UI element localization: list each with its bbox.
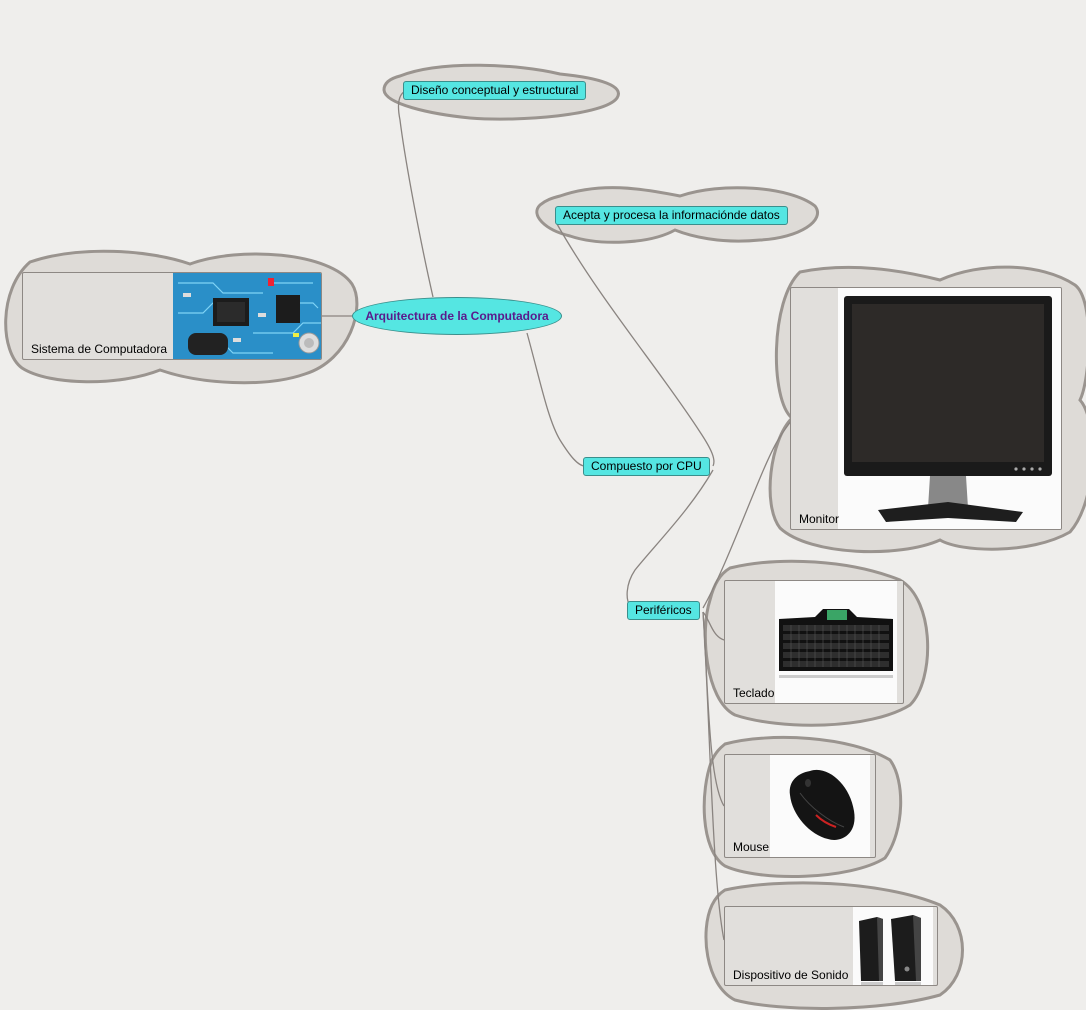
central-node[interactable]: Arquitectura de la Computadora — [352, 297, 562, 335]
card-sistema[interactable]: Sistema de Computadora — [22, 272, 322, 360]
card-mouse-label: Mouse — [733, 840, 770, 854]
card-teclado[interactable]: Teclado — [724, 580, 904, 704]
card-teclado-label: Teclado — [733, 686, 775, 700]
node-perifericos[interactable]: Periféricos — [627, 601, 700, 620]
node-compuesto[interactable]: Compuesto por CPU — [583, 457, 710, 476]
node-acepta-label: Acepta y procesa la informaciónde datos — [563, 208, 780, 222]
connector-perifericos-teclado — [702, 611, 725, 641]
node-diseno-label: Diseño conceptual y estructural — [411, 83, 579, 97]
speakers-image — [859, 915, 921, 985]
node-perifericos-label: Periféricos — [635, 603, 692, 617]
node-compuesto-label: Compuesto por CPU — [591, 459, 702, 473]
connector-perifericos-sonido — [702, 611, 725, 941]
monitor-image — [844, 296, 1052, 522]
mouse-image — [789, 769, 855, 840]
card-sistema-label: Sistema de Computadora — [31, 342, 168, 356]
connector-compuesto-perifericos — [626, 469, 714, 607]
card-monitor-label: Monitor — [799, 512, 840, 526]
connector-central-compuesto — [526, 332, 586, 467]
node-acepta[interactable]: Acepta y procesa la informaciónde datos — [555, 206, 788, 225]
node-diseno[interactable]: Diseño conceptual y estructural — [403, 81, 587, 100]
connector-central-diseno — [397, 89, 434, 298]
circuit-board-image — [173, 273, 321, 359]
card-mouse[interactable]: Mouse — [724, 754, 876, 858]
card-sonido[interactable]: Dispositivo de Sonido — [724, 906, 938, 986]
card-monitor[interactable]: Monitor — [790, 287, 1062, 530]
keyboard-image — [779, 609, 893, 678]
connector-perifericos-monitor — [702, 419, 793, 609]
central-node-label: Arquitectura de la Computadora — [365, 309, 549, 323]
card-sonido-label: Dispositivo de Sonido — [733, 968, 849, 982]
connector-acepta-compuesto — [556, 223, 715, 467]
